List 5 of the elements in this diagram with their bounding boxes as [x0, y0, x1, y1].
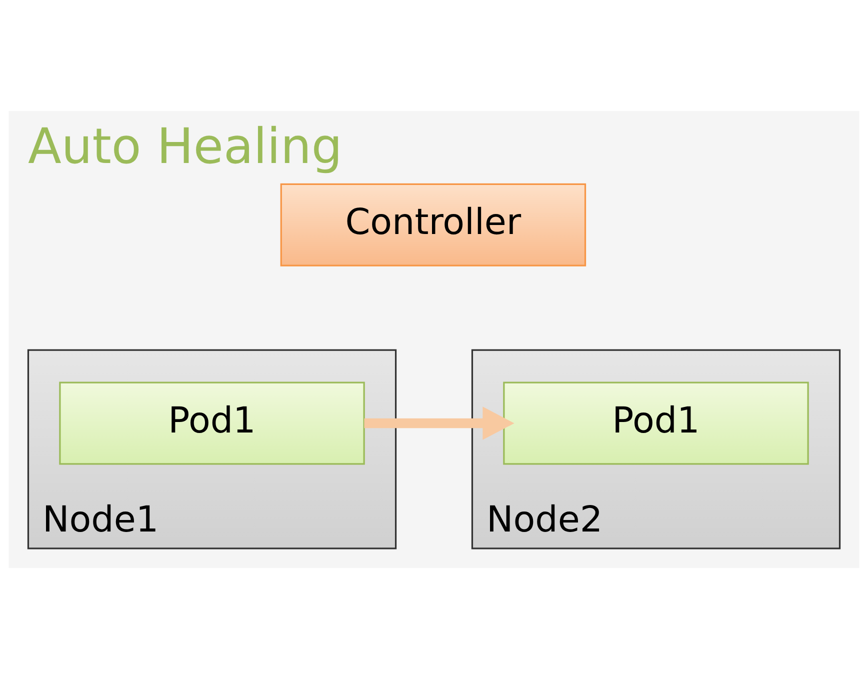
diagram-title: Auto Healing: [28, 118, 342, 175]
arrow: [364, 406, 514, 440]
node-box: Pod1: [503, 381, 809, 464]
node-box: Controller: [280, 182, 586, 266]
node-box: Pod1: [59, 381, 365, 464]
